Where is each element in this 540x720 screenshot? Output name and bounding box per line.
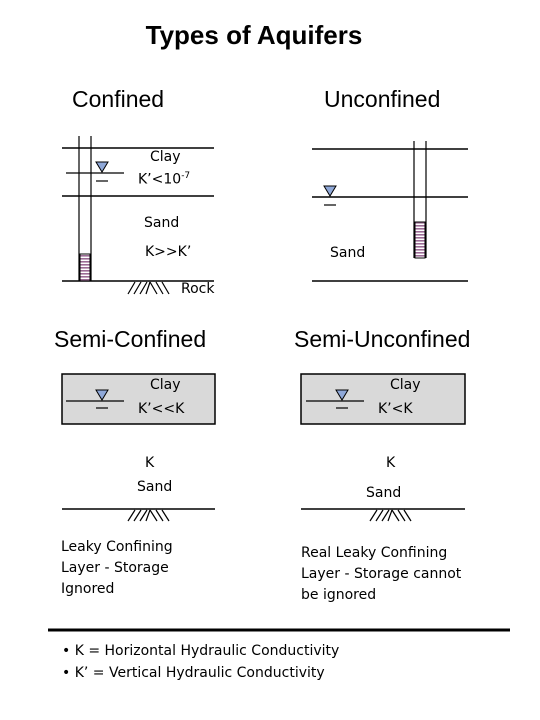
confined-clay-label: Clay xyxy=(150,149,181,165)
confined-rock-label: Rock xyxy=(181,281,215,297)
water-table-triangle-icon xyxy=(95,161,109,173)
confined-heading: Confined xyxy=(72,86,165,112)
legend: • K = Horizontal Hydraulic Conductivity … xyxy=(62,640,339,684)
semi-unconfined-note: Real Leaky Confining Layer - Storage can… xyxy=(301,545,462,603)
confined-diagram xyxy=(62,136,214,295)
semi-confined-sand-k-label: K xyxy=(145,455,155,471)
semi-unconfined-sand-label: Sand xyxy=(366,485,402,501)
well-screen xyxy=(414,221,426,259)
semi-unconfined-sand-k-label: K xyxy=(386,455,396,471)
exponent: -7 xyxy=(181,171,191,181)
semi-confined-clay-layer xyxy=(61,373,216,425)
semi-unconfined-heading: Semi-Unconfined xyxy=(294,326,471,352)
unconfined-heading: Unconfined xyxy=(324,86,441,112)
semi-confined-note: Leaky Confining Layer - Storage Ignored xyxy=(61,539,173,597)
unconfined-diagram xyxy=(312,141,468,282)
legend-item-k: • K = Horizontal Hydraulic Conductivity xyxy=(62,643,340,659)
rock-hatch-icon xyxy=(127,281,170,295)
semi-confined-heading: Semi-Confined xyxy=(54,326,207,352)
semi-confined-sand-label: Sand xyxy=(137,479,173,495)
rock-hatch-icon xyxy=(127,509,170,522)
semi-confined-clay-k-label: K’<<K xyxy=(138,401,185,417)
semi-unconfined-clay-label: Clay xyxy=(390,377,421,393)
legend-item-k-prime: • K’ = Vertical Hydraulic Conductivity xyxy=(62,665,325,681)
confined-sand-label: Sand xyxy=(144,215,180,231)
unconfined-sand-label: Sand xyxy=(330,245,366,261)
semi-confined-clay-label: Clay xyxy=(150,377,181,393)
water-table-triangle-icon xyxy=(95,389,109,401)
water-table-triangle-icon xyxy=(323,185,337,197)
confined-sand-k-label: K>>K’ xyxy=(145,244,192,260)
rock-hatch-icon xyxy=(369,509,412,522)
water-table-triangle-icon xyxy=(335,389,349,401)
page-title: Types of Aquifers xyxy=(145,20,363,50)
semi-confined-diagram xyxy=(61,373,216,522)
well-screen xyxy=(79,253,91,282)
confined-clay-k-label: K’<10-7 xyxy=(138,171,191,188)
semi-unconfined-clay-layer xyxy=(300,373,466,425)
semi-unconfined-clay-k-label: K’<K xyxy=(378,401,413,417)
semi-unconfined-diagram xyxy=(300,373,466,522)
